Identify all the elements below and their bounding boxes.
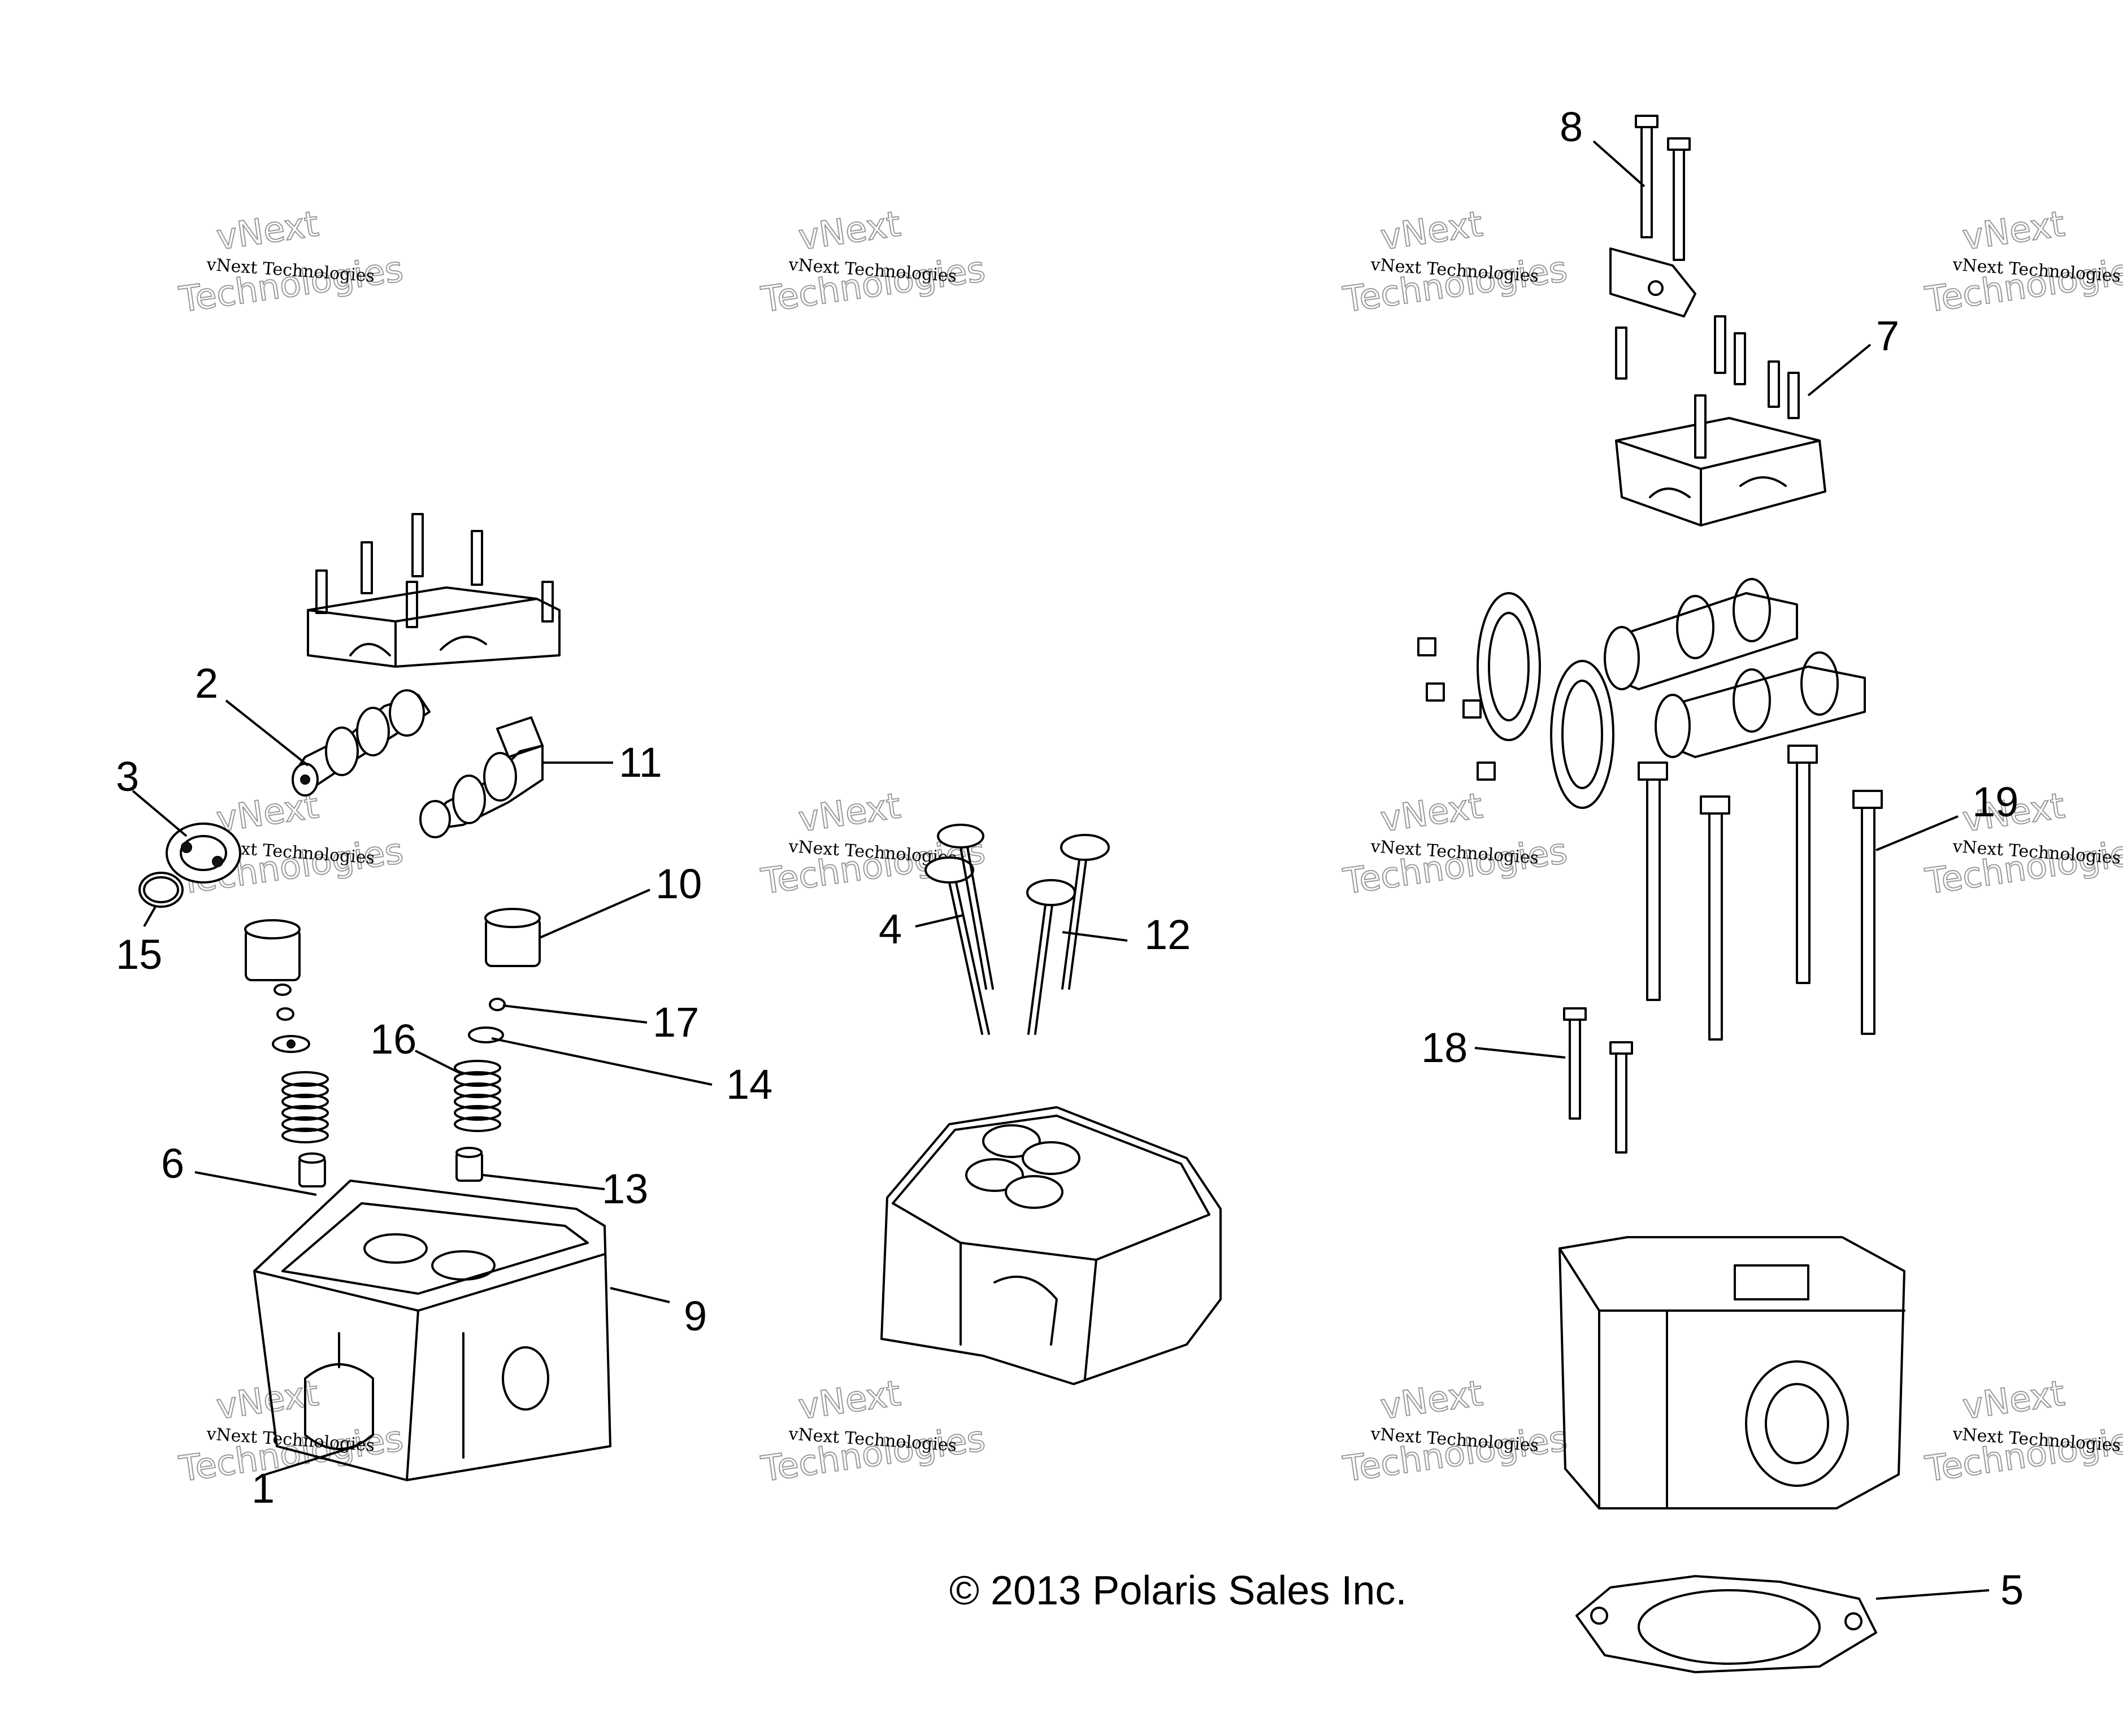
callout-12: 12 [1144,911,1191,958]
leader-8 [1592,140,1646,188]
callout-5: 5 [2000,1567,2024,1613]
leader-10 [539,889,650,939]
copyright-notice: © 2013 Polaris Sales Inc. [949,1568,1406,1613]
sprocket-bolts [1417,637,1496,781]
tensioner-plate [1609,247,1696,317]
leader-lines [132,140,1990,1600]
leader-17 [502,1004,648,1024]
valve-spring-left [281,1071,329,1143]
watermark-logo: vNext [1378,203,1486,258]
cylinder-head-right [1558,1236,1905,1509]
valve-keeper-right [489,998,506,1011]
snap-ring [138,872,184,908]
leader-9 [610,1287,670,1303]
leader-16 [415,1050,461,1074]
valve-spring-right [454,1060,501,1132]
leader-5 [1875,1589,1990,1600]
cam-decompressor [166,823,241,884]
watermark-logo: vNext [1960,203,2068,258]
callout-4: 4 [879,906,902,952]
callout-15: 15 [116,931,162,978]
valve-seal-left [298,1152,326,1187]
camshaft-carrier-left [307,513,561,668]
valve-tappet-right [484,908,541,967]
valve-seal-right [455,1147,483,1182]
callout-8: 8 [1560,103,1583,150]
watermark-row-top: vNext Technologies vNext Technologies vN… [176,202,2123,321]
intake-valve-pair [924,824,994,1035]
exhaust-valve-pair [1026,834,1110,1035]
leader-19 [1875,815,1959,851]
callout-11: 11 [619,739,662,786]
watermark-logo: vNext [1378,1372,1486,1427]
cylinder-head-bolts-long [1638,745,1883,1041]
watermark-logo: vNext [796,203,904,258]
cylinder-head-middle [880,1106,1222,1385]
callout-17: 17 [653,999,699,1046]
cam-sprocket-upper [1477,592,1541,741]
callout-16: 16 [370,1016,416,1063]
leader-1 [265,1445,357,1476]
leader-6 [194,1171,317,1196]
leader-3 [132,790,188,837]
valve-tappet-left [244,919,301,981]
watermark-logo: vNext [214,203,322,258]
cylinder-head-left [253,1180,611,1481]
leader-4 [915,914,964,928]
watermark-logo: vNext [1378,785,1486,839]
watermark-logo: vNext [796,785,904,839]
head-gasket [1575,1575,1877,1673]
leader-12 [1062,931,1128,942]
leader-18 [1474,1047,1566,1059]
camshaft-exhaust [419,716,544,838]
camshaft-intake [292,689,431,797]
leader-15 [143,906,157,927]
callout-19: 19 [1972,778,2018,825]
callout-14: 14 [726,1061,772,1108]
callout-18: 18 [1421,1024,1468,1071]
leader-7 [1807,343,1872,397]
cam-chain-tensioner-bolts [1635,115,1691,261]
cam-sprocket-lower [1550,660,1614,809]
cylinder-head-bolts-short [1563,1007,1633,1154]
callout-1: 1 [251,1465,275,1512]
callout-numbers: 1 2 3 4 5 6 7 8 9 10 11 12 13 14 15 16 1… [116,103,2024,1613]
callout-10: 10 [655,860,702,907]
callout-13: 13 [602,1165,648,1212]
leader-13 [483,1174,605,1190]
leader-2 [225,699,309,767]
camshaft-carrier-right [1615,315,1826,527]
valve-keeper-left [273,984,294,1021]
callout-3: 3 [116,753,139,800]
watermark-logo: vNext [796,1372,904,1427]
leader-14 [491,1037,713,1086]
watermark-logo: vNext [1960,1372,2068,1427]
valve-retainer-left [272,1035,310,1053]
camshaft-pair-right [1604,578,1866,758]
callout-7: 7 [1876,312,1899,359]
callout-9: 9 [684,1293,707,1339]
callout-6: 6 [161,1140,184,1187]
callout-2: 2 [195,660,218,707]
